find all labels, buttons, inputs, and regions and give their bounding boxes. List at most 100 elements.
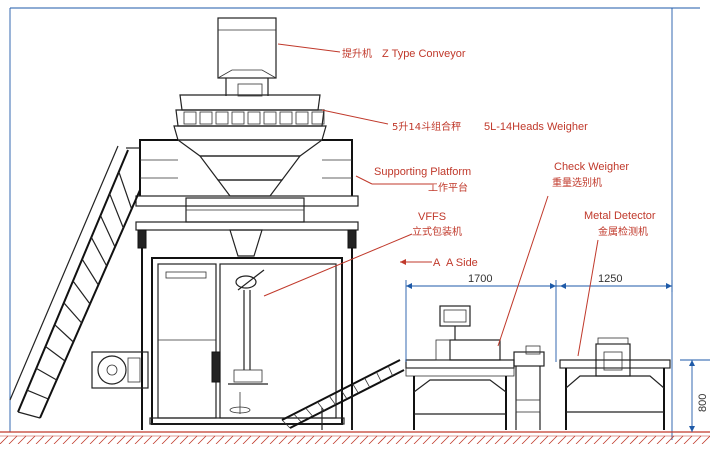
ground-hatch xyxy=(260,435,270,445)
dimension-metal-detector-length: 1250 xyxy=(598,273,622,285)
ground-hatch xyxy=(521,435,531,445)
stair-step xyxy=(99,215,116,248)
ground-hatch xyxy=(215,435,225,445)
ground-hatch xyxy=(575,435,585,445)
ground-hatch xyxy=(350,435,360,445)
frame-lines xyxy=(9,7,700,440)
ground-hatch xyxy=(620,435,630,445)
ground-hatch xyxy=(224,435,234,445)
ground-hatch xyxy=(53,435,63,445)
stair-step xyxy=(81,258,99,286)
ground-hatch xyxy=(278,435,288,445)
ground-hatch xyxy=(701,435,710,445)
ground-hatch xyxy=(332,435,342,445)
ground-hatch xyxy=(125,435,135,445)
label-vffs-zh: 立式包装机 xyxy=(412,225,462,238)
platform-stairs xyxy=(9,145,141,419)
ground-hatch xyxy=(485,435,495,445)
weigher-bucket xyxy=(231,111,245,125)
film-roll xyxy=(91,351,149,389)
ground-hatch xyxy=(188,435,198,445)
supporting-platform xyxy=(135,139,359,430)
leader-lines xyxy=(263,43,599,357)
weigher-bucket xyxy=(199,111,213,125)
ground-hatch xyxy=(548,435,558,445)
ground-hatch xyxy=(107,435,117,445)
stair-step xyxy=(45,346,66,362)
labels: 提升机 Z Type Conveyor 5升14斗组合秤 5L-14Heads … xyxy=(342,47,656,269)
label-z-conveyor-zh: 提升机 xyxy=(342,47,372,60)
weigher-bucket xyxy=(263,111,277,125)
stair-step xyxy=(109,193,124,229)
ground-hatch xyxy=(530,435,540,445)
ground-hatch xyxy=(602,435,612,445)
ground-hatch xyxy=(674,435,684,445)
dimension-annotations xyxy=(405,280,710,432)
label-z-conveyor-en: Z Type Conveyor xyxy=(382,48,466,60)
dimension-conveyor-height: 800 xyxy=(697,394,709,412)
ground-hatch xyxy=(449,435,459,445)
label-vffs-en: VFFS xyxy=(418,211,446,223)
ground-hatch xyxy=(44,435,54,445)
ground-hatch xyxy=(458,435,468,445)
ground-hatch xyxy=(305,435,315,445)
ground-hatch xyxy=(431,435,441,445)
conveyor-slat xyxy=(305,407,314,417)
ground-hatch xyxy=(422,435,432,445)
label-platform-en: Supporting Platform xyxy=(374,166,471,178)
ground-hatch xyxy=(539,435,549,445)
label-platform-zh: 工作平台 xyxy=(428,181,468,194)
output-conveyor xyxy=(281,359,405,430)
ground-hatch xyxy=(386,435,396,445)
weigher-bucket xyxy=(183,111,197,125)
metal-detector xyxy=(559,337,671,430)
conveyor-slat xyxy=(387,365,393,376)
ground-hatch xyxy=(26,435,36,445)
ground-hatch xyxy=(89,435,99,445)
ground-hatch xyxy=(170,435,180,445)
label-a-side-en: A Side xyxy=(446,257,478,269)
conveyor-slat xyxy=(293,413,302,423)
label-check-weigher-en: Check Weigher xyxy=(554,161,629,173)
ground-hatch xyxy=(71,435,81,445)
label-check-weigher-zh: 重量选别机 xyxy=(552,176,602,189)
stair-step xyxy=(36,367,57,381)
stair-step xyxy=(26,389,49,400)
weigher-bucket xyxy=(215,111,229,125)
ground-hatch xyxy=(647,435,657,445)
label-weigher-zh: 5升14斗组合秤 xyxy=(392,120,461,133)
label-metal-detector-zh: 金属检测机 xyxy=(598,225,648,238)
ground-hatch xyxy=(35,435,45,445)
conveyor-slat xyxy=(328,395,336,406)
ground-hatch xyxy=(242,435,252,445)
conveyor-slat xyxy=(352,383,359,394)
ground-hatch xyxy=(656,435,666,445)
ground-hatch xyxy=(287,435,297,445)
stair-step xyxy=(72,280,91,305)
ground-hatch xyxy=(143,435,153,445)
check-weigher xyxy=(405,305,545,430)
ground-line xyxy=(0,431,710,445)
stair-step xyxy=(17,411,41,419)
ground-hatch xyxy=(692,435,702,445)
weigher-bucket xyxy=(247,111,261,125)
ground-hatch xyxy=(512,435,522,445)
ground-hatch xyxy=(197,435,207,445)
ground-hatch xyxy=(17,435,27,445)
ground-hatch xyxy=(314,435,324,445)
dimension-values: 1700 1250 800 xyxy=(468,273,709,412)
ground-hatch xyxy=(476,435,486,445)
ground-hatch xyxy=(557,435,567,445)
ground-hatch xyxy=(665,435,675,445)
stair-step xyxy=(90,237,108,267)
ground-hatch xyxy=(611,435,621,445)
ground-hatch xyxy=(269,435,279,445)
multihead-weigher xyxy=(173,83,327,197)
weigher-bucket xyxy=(295,111,309,125)
ground-hatch xyxy=(377,435,387,445)
ground-hatch xyxy=(683,435,693,445)
ground-hatch xyxy=(413,435,423,445)
ground-hatch xyxy=(116,435,126,445)
vffs-machine xyxy=(149,229,345,425)
ground-hatch xyxy=(638,435,648,445)
